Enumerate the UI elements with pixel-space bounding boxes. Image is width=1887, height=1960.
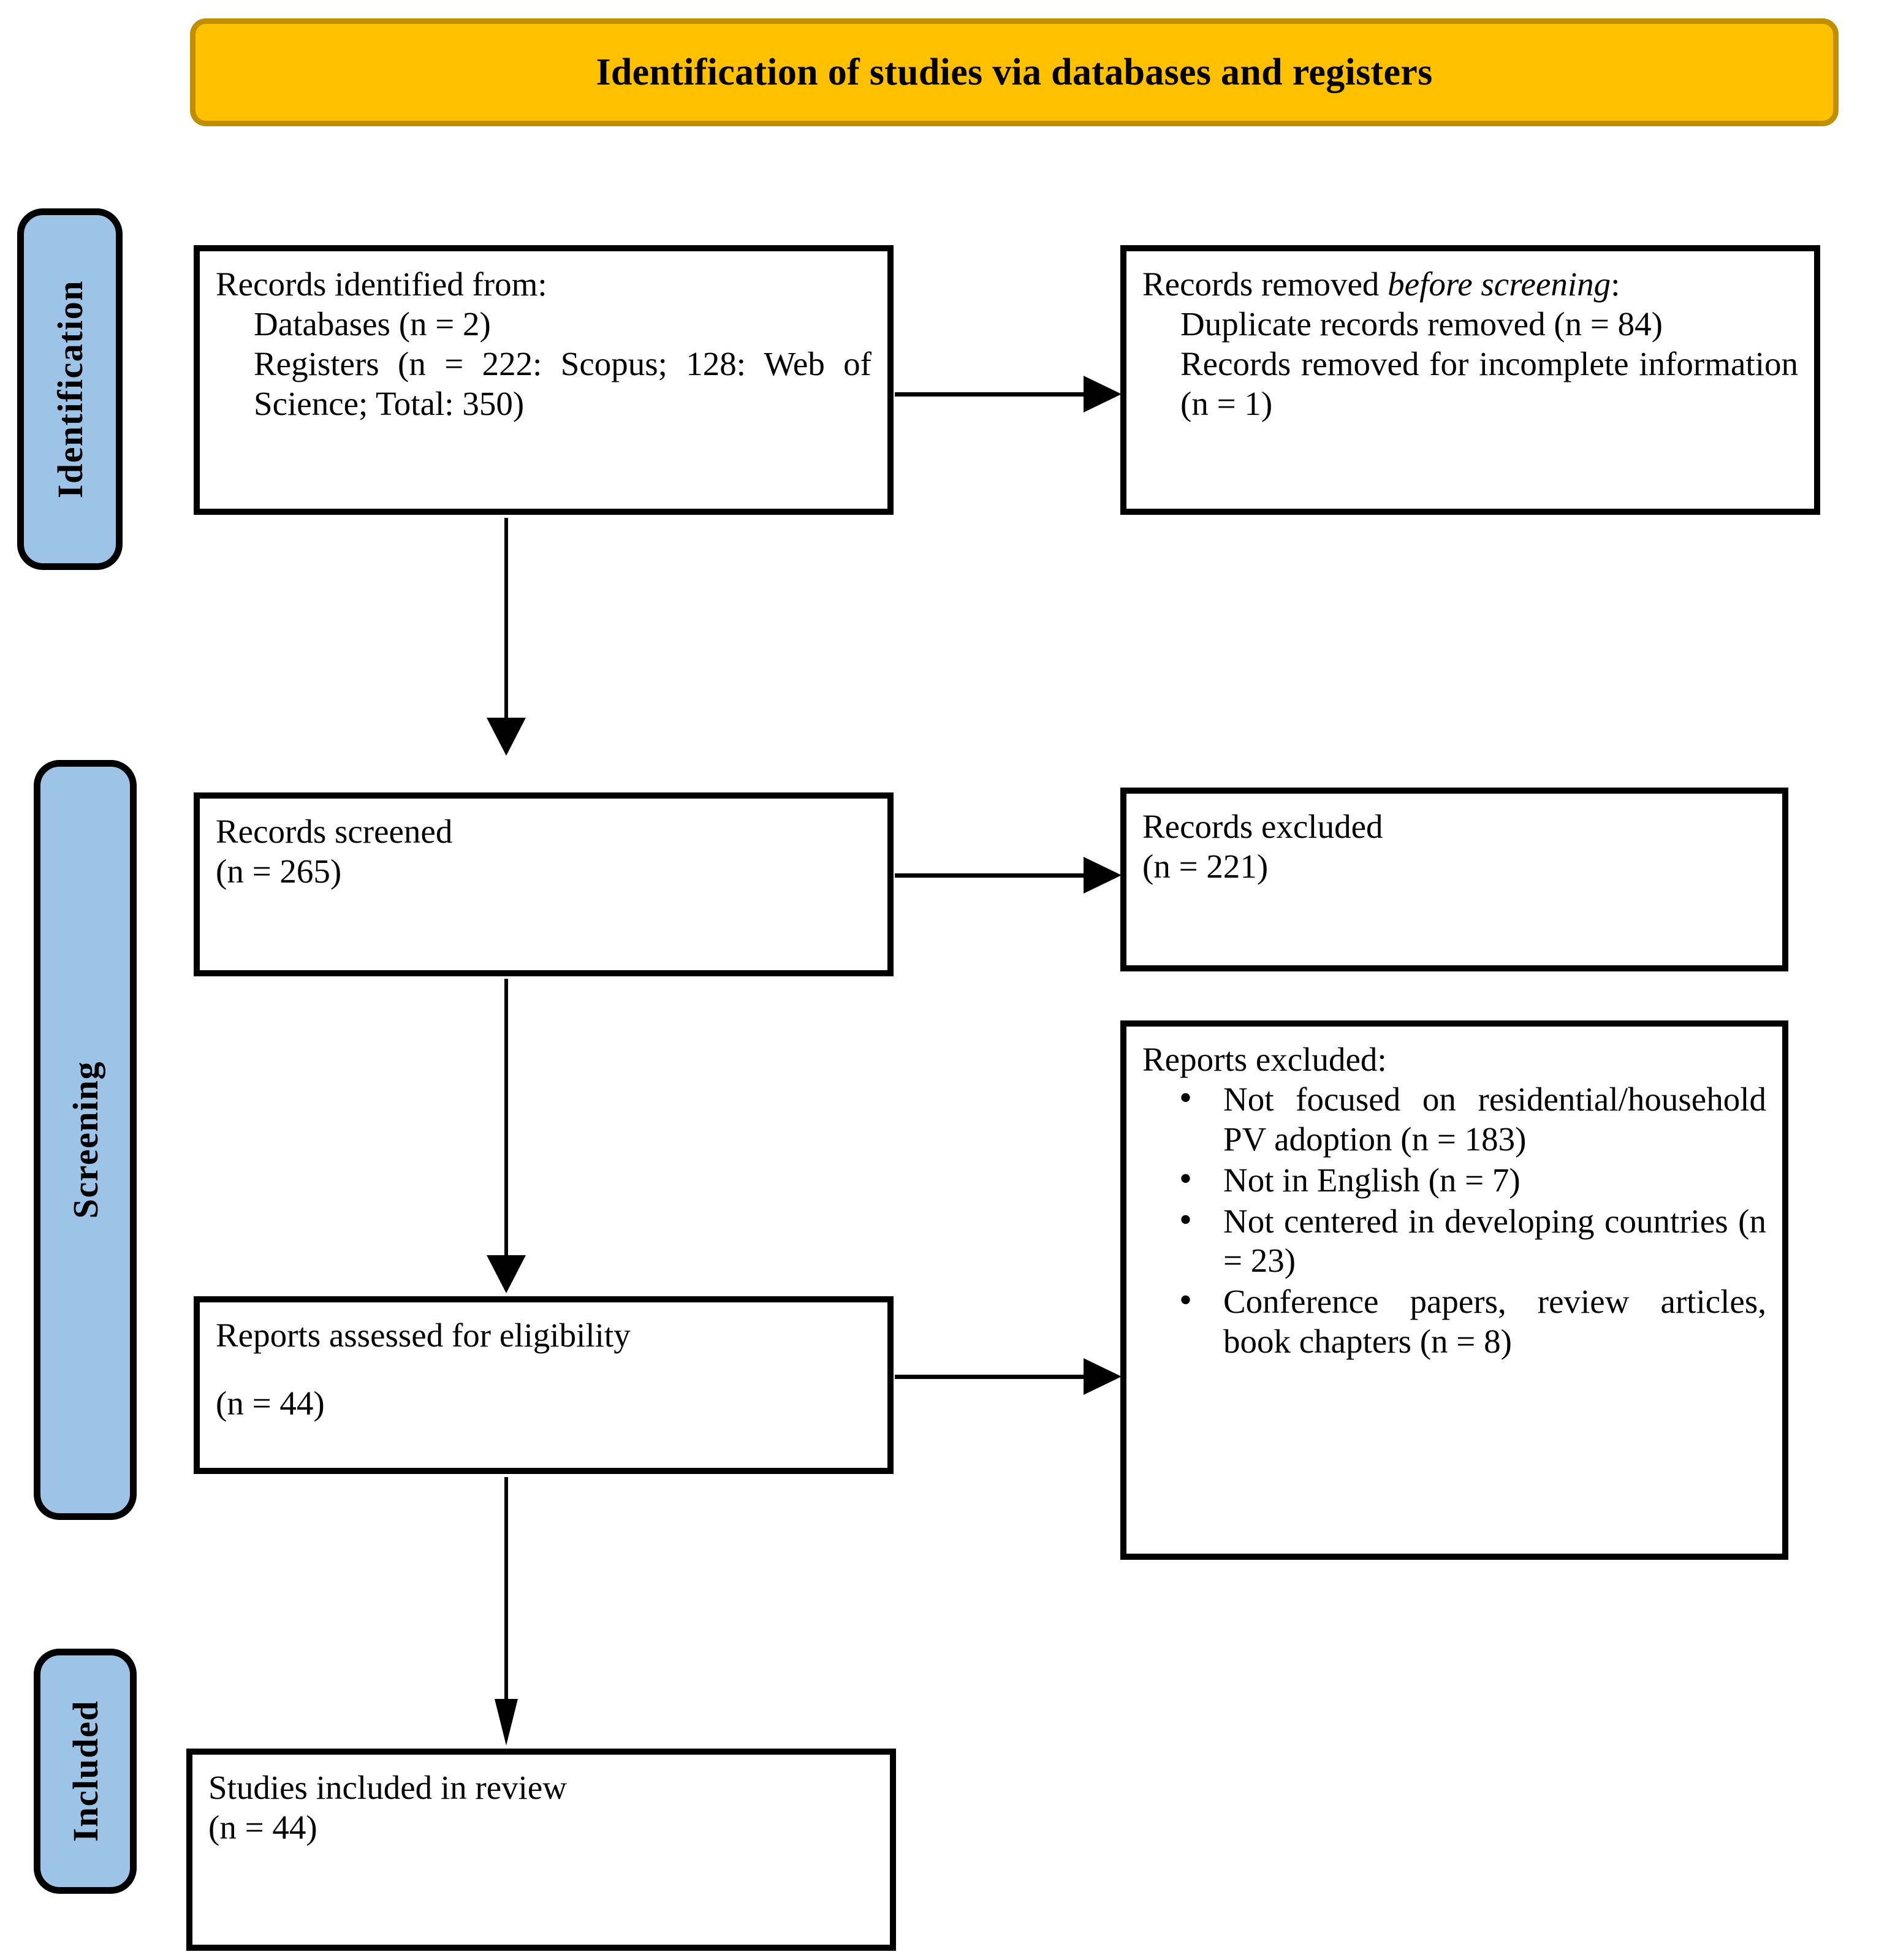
records-removed-incomplete: Records removed for incomplete informati… [1180,344,1798,422]
studies-included-count: (n = 44) [208,1808,317,1846]
arrow-shaft [895,873,1085,878]
stage-label-included: Included [34,1649,137,1894]
box-reports-assessed-for-eligibility: Reports assessed for eligibility (n = 44… [194,1296,894,1474]
stage-label-screening: Screening [34,760,137,1520]
list-item: Not centered in developing countries (n … [1179,1198,1766,1282]
records-removed-heading-italic: before screening [1388,265,1611,303]
box-records-identified: Records identified from: Databases (n = … [194,245,894,515]
arrow-head-down-icon [487,718,526,756]
box-records-excluded: Records excluded (n = 221) [1120,788,1788,971]
diagram-title: Identification of studies via databases … [596,51,1433,93]
records-identified-registers: Registers (n = 222: Scopus; 128: Web of … [254,344,871,422]
stage-label-identification: Identification [17,208,123,570]
stage-label-included-text: Included [65,1700,105,1842]
stage-label-screening-text: Screening [65,1061,105,1219]
list-item: Not focused on residential/household PV … [1179,1076,1766,1160]
diagram-title-banner: Identification of studies via databases … [190,18,1839,126]
reports-excluded-bullet-list: Not focused on residential/household PV … [1142,1076,1766,1362]
records-removed-heading: Records removed before screening: [1142,265,1798,305]
list-item: Conference papers, review articles, book… [1179,1278,1766,1362]
records-removed-heading-prefix: Records removed [1142,265,1388,303]
box-studies-included-in-review: Studies included in review (n = 44) [186,1749,896,1951]
arrow-shaft [895,392,1085,397]
reports-assessed-count: (n = 44) [216,1384,325,1422]
records-identified-databases: Databases (n = 2) [254,305,491,343]
arrow-shaft [504,1477,508,1701]
records-excluded-label: Records excluded [1142,808,1383,845]
arrow-head-down-icon [495,1699,518,1745]
arrow-head-right-icon [1084,1358,1122,1395]
reports-excluded-heading: Reports excluded: [1142,1041,1387,1078]
arrow-head-right-icon [1084,857,1122,894]
arrow-shaft [504,518,508,720]
list-item: Not in English (n = 7) [1179,1157,1766,1201]
box-records-removed-before-screening: Records removed before screening: Duplic… [1120,245,1820,515]
studies-included-label: Studies included in review [208,1769,568,1806]
box-records-screened: Records screened (n = 265) [194,792,894,976]
records-screened-count: (n = 265) [216,852,342,890]
arrow-shaft [895,1375,1085,1379]
arrow-head-down-icon [487,1255,526,1293]
box-reports-excluded: Reports excluded: Not focused on residen… [1120,1020,1788,1560]
records-identified-heading: Records identified from: [216,265,547,303]
records-removed-heading-suffix: : [1611,265,1620,303]
records-excluded-count: (n = 221) [1142,847,1269,885]
records-screened-label: Records screened [216,813,453,850]
stage-label-identification-text: Identification [50,279,90,499]
arrow-shaft [504,979,508,1258]
reports-assessed-label: Reports assessed for eligibility [216,1316,631,1354]
reports-assessed-spacer [216,1356,871,1384]
records-removed-duplicates: Duplicate records removed (n = 84) [1180,305,1663,343]
arrow-head-right-icon [1084,376,1122,412]
